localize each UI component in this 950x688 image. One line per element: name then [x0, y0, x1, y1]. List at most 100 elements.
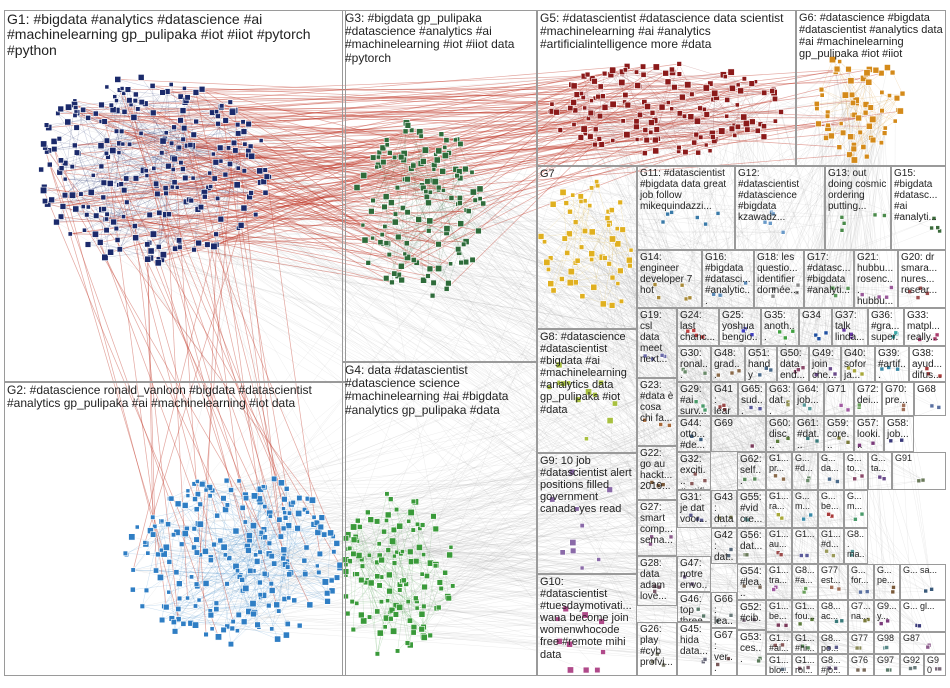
edge [475, 200, 838, 482]
edge [194, 483, 664, 485]
edge [717, 146, 864, 621]
edge [161, 573, 306, 621]
edge [389, 514, 811, 613]
edge [389, 230, 479, 255]
edge [782, 103, 818, 670]
edge [357, 520, 378, 612]
edge [194, 499, 226, 556]
edge [389, 152, 408, 244]
edge [827, 112, 872, 139]
edge [299, 211, 772, 499]
edge [359, 409, 904, 528]
edge [192, 177, 803, 647]
edge [423, 187, 579, 400]
group-label: G38: ayud... difus... [912, 348, 945, 381]
edge [391, 609, 911, 669]
edge [404, 179, 856, 520]
edge [600, 86, 759, 661]
group-label: G8... #jo... [821, 655, 844, 675]
edge [183, 92, 197, 129]
edge [580, 201, 771, 371]
edge [384, 404, 860, 628]
edge [187, 532, 321, 599]
edge [161, 521, 167, 548]
group-label: G76 [851, 655, 869, 665]
group-label: G24: last chanc... [680, 310, 716, 343]
edge [449, 554, 732, 616]
edge [362, 157, 395, 226]
edge [193, 207, 202, 250]
edge [316, 522, 852, 556]
edge [403, 159, 449, 284]
edge [198, 583, 228, 601]
edge [118, 184, 836, 669]
group-panel-sg-37: G92 [900, 654, 924, 676]
edge [546, 262, 830, 480]
edge [288, 298, 687, 599]
edge [116, 131, 152, 252]
edge [413, 165, 439, 191]
edge [549, 111, 735, 136]
edge [851, 94, 888, 621]
edge [153, 483, 692, 535]
edge [209, 487, 232, 645]
edge [721, 90, 773, 132]
edge [730, 72, 885, 479]
edge [254, 537, 266, 613]
edge [118, 184, 855, 372]
edge [212, 490, 286, 565]
edge [405, 131, 452, 199]
edge [379, 152, 469, 212]
group-panel-sg-8: G... m... [844, 490, 868, 528]
edge [119, 102, 854, 144]
edge [47, 203, 752, 408]
edge [174, 598, 180, 632]
edge [438, 189, 804, 520]
edge [250, 146, 566, 610]
edge [662, 88, 733, 108]
edge [361, 551, 853, 616]
edge [61, 147, 229, 169]
edge [353, 597, 449, 630]
edge [801, 69, 837, 556]
edge [386, 171, 460, 244]
edge [387, 111, 551, 515]
edge [116, 110, 759, 662]
edge [348, 529, 414, 550]
edge [387, 243, 863, 477]
edge [839, 147, 894, 588]
group-label: G9... y... [877, 601, 900, 621]
edge [570, 282, 940, 670]
edge [398, 236, 918, 626]
group-label: G1... #d... [821, 529, 844, 549]
edge [848, 69, 891, 671]
edge [591, 253, 664, 666]
edge [203, 482, 264, 596]
edge [691, 110, 883, 585]
group-label: G39: #artif... invisi... [878, 348, 906, 381]
edge [423, 159, 855, 629]
edge [197, 495, 211, 588]
edge [858, 110, 883, 408]
group-panel-g38: G38: ayud... difus... [909, 346, 946, 382]
edge [354, 539, 718, 622]
edge [48, 140, 164, 151]
edge [134, 120, 226, 227]
group-panel-g22: G22: go au hackt... 2019... [637, 446, 677, 500]
edge [777, 119, 874, 553]
edge [175, 248, 936, 340]
edge [235, 530, 285, 600]
edge [225, 482, 282, 556]
edge [714, 140, 721, 407]
edge [386, 139, 789, 439]
edge [193, 209, 199, 250]
edge [386, 196, 651, 545]
group-panel-g16: G16: #bigdata #datasci... #analytic... [702, 250, 754, 308]
edge [544, 142, 695, 243]
group-label: G69 [714, 418, 733, 429]
edge [604, 258, 761, 659]
edge [268, 574, 290, 606]
edge [387, 144, 746, 555]
group-label: G43: data sci... [714, 492, 734, 527]
edge [87, 199, 190, 245]
